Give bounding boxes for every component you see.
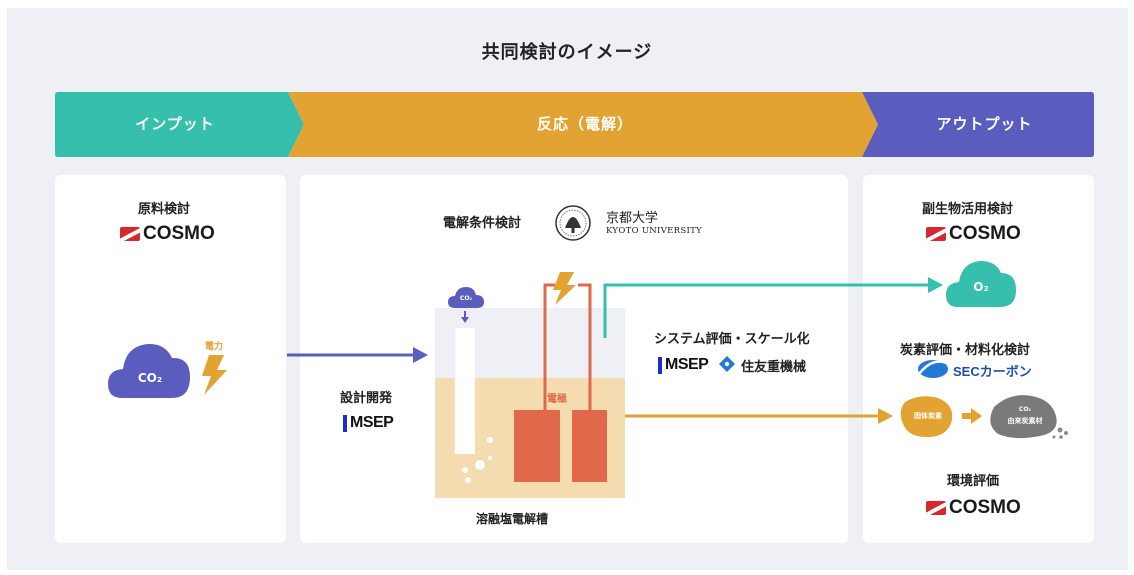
gas-inlet-tube	[454, 328, 475, 454]
cosmo-logo-byproduct: COSMO	[926, 223, 1021, 244]
msep-mark-icon	[343, 414, 347, 432]
page-title: 共同検討のイメージ	[481, 42, 653, 63]
sumitomo-mark-icon	[719, 356, 735, 372]
o2-output-arrow	[603, 277, 943, 338]
system-eval-heading: システム評価・スケール化	[654, 332, 810, 347]
output-band: アウトプット	[875, 92, 1094, 157]
electrode-wires	[543, 283, 592, 410]
solid-carbon-label: 固体炭素	[914, 412, 942, 420]
co2-carbon-label-line1: CO₂	[1018, 406, 1032, 413]
reaction-band: 反応（電解）	[300, 92, 870, 157]
power-label: 電力	[205, 342, 224, 352]
input-band: インプット	[55, 92, 295, 157]
output-band-shape	[862, 92, 1094, 157]
carbon-output-arrow	[625, 408, 893, 424]
reaction-band-shape	[288, 92, 878, 157]
electrolysis-conditions-heading: 電解条件検討	[443, 216, 522, 231]
lightning-icon-reaction	[553, 272, 576, 305]
o2-cloud-icon	[946, 261, 1016, 307]
sec-carbon-logo: SECカーボン	[953, 364, 1032, 379]
msep-mark-icon	[658, 356, 662, 374]
cosmo-mark-icon	[926, 227, 946, 241]
sumitomo-heavy-industries-logo: 住友重機械	[741, 360, 807, 375]
environment-eval-heading: 環境評価	[947, 474, 1000, 489]
raw-material-heading: 原料検討	[138, 202, 191, 217]
carbon-material-icon	[990, 395, 1068, 439]
cell-caption: 溶融塩電解槽	[476, 512, 549, 526]
cosmo-mark-icon	[120, 227, 140, 241]
co2-inlet-cloud-icon	[448, 287, 484, 323]
electrode-label: 電極	[547, 394, 567, 405]
output-panel	[863, 175, 1094, 543]
design-dev-heading: 設計開発	[340, 391, 393, 406]
kyoto-university-en: KYOTO UNIVERSITY	[606, 226, 703, 236]
carbon-conversion-arrow	[962, 408, 982, 424]
lightning-icon-input	[202, 355, 227, 395]
co2-label: CO₂	[137, 371, 163, 385]
output-band-label: アウトプット	[936, 115, 1033, 133]
sec-carbon-mark-icon	[918, 360, 950, 378]
input-to-reaction-arrow	[287, 347, 428, 363]
msep-logo-system: MSEP	[658, 356, 709, 374]
o2-label: O₂	[973, 280, 989, 294]
byproduct-heading: 副生物活用検討	[922, 202, 1014, 217]
input-band-shape	[55, 92, 304, 157]
carbon-eval-heading: 炭素評価・材料化検討	[900, 343, 1031, 358]
reaction-band-label: 反応（電解）	[536, 115, 633, 133]
co2-cloud-icon	[108, 343, 190, 398]
input-band-label: インプット	[135, 115, 215, 133]
kyoto-university-emblem-icon	[555, 205, 591, 241]
gas-bubbles	[462, 437, 493, 483]
co2-bubble-label: CO₂	[459, 295, 473, 302]
cosmo-logo-input: COSMO	[120, 223, 215, 244]
cosmo-logo-environment: COSMO	[926, 497, 1021, 518]
solid-carbon-icon	[900, 396, 953, 438]
msep-logo-design: MSEP	[343, 414, 394, 432]
kyoto-university-jp: 京都大学	[606, 211, 659, 226]
co2-carbon-label-line2: 由来炭素材	[1007, 417, 1043, 425]
cosmo-mark-icon	[926, 501, 946, 515]
electrodes	[514, 410, 607, 482]
